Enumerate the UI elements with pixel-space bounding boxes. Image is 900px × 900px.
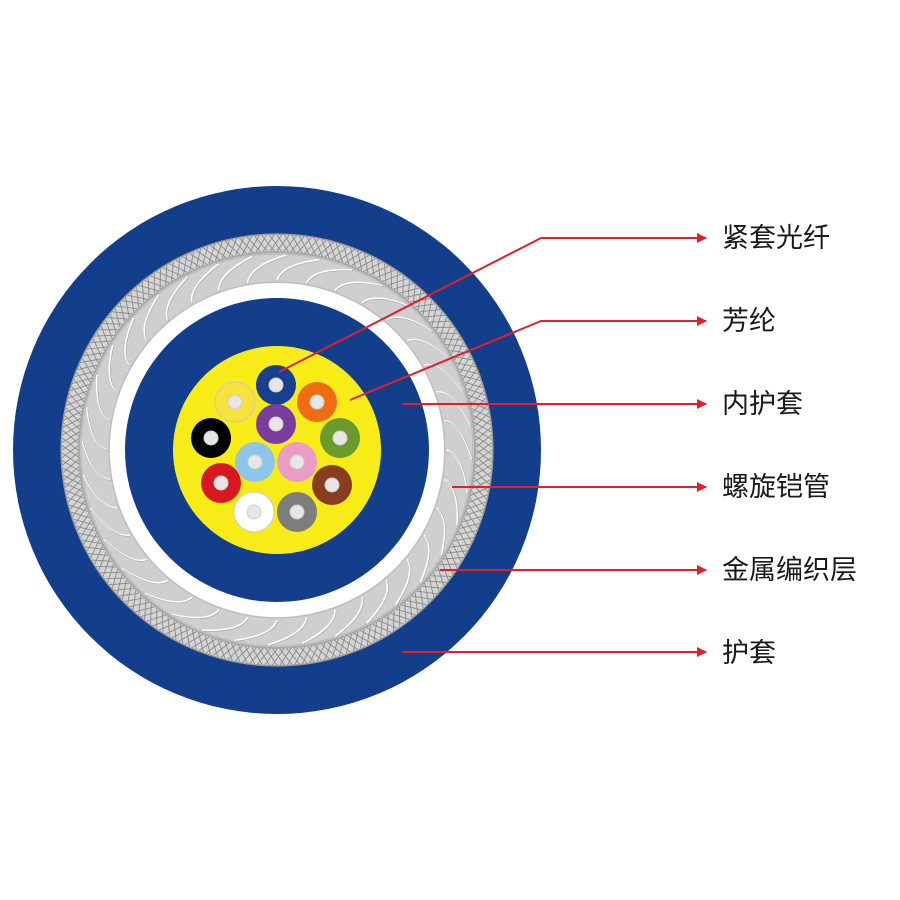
armor-spiral-shadow [87,408,109,452]
fiber [214,381,256,423]
armor-spiral-shadow [97,376,111,422]
fiber-core [309,394,325,410]
armor-spiral-shadow [167,277,189,321]
armor-spiral-line [419,534,430,583]
armor-spiral-line [334,281,383,291]
armor-spiral-line [246,254,287,283]
armor-spiral-shadow [203,618,249,632]
armor-spiral-shadow [172,610,221,619]
armor-spiral-line [267,617,308,646]
armor-spiral-shadow [396,560,412,607]
armor-spiral-line [394,558,411,606]
leader-lines [278,233,707,657]
armor-spiral-shadow [269,618,308,647]
armor-spiral-line [361,297,410,308]
armor-spiral-shadow [362,298,411,308]
leader-line [349,316,707,401]
armor-spiral-shadow [277,260,321,282]
fiber [312,465,352,505]
fiber [277,492,317,532]
armor-spiral-shadow [408,340,452,362]
tight-buffered-fibers [191,365,360,533]
armor-spiral-shadow [110,345,119,394]
fiber-core [268,416,284,432]
fiber [201,463,241,503]
armor-spiral-shadow [122,569,169,585]
fiber [297,382,337,422]
fiber [233,491,275,533]
armor-spiral-line [276,258,320,281]
fiber-core [289,454,305,470]
armor-spiral-shadow [421,535,431,584]
braid-strand [103,323,123,325]
armor-spiral-line [301,609,336,645]
fiber-core [203,430,219,446]
armor-spiral-shadow [387,317,434,333]
label-spiral-armor: 螺旋铠管 [722,472,830,503]
fiber-core [247,454,263,470]
braid-strand [150,604,152,624]
armor-spiral-shadow [145,594,194,604]
armor-spiral-shadow [425,365,465,393]
armor-spiral-line [366,579,389,624]
fiber-core [246,504,262,520]
fiber [320,418,360,458]
armor-spiral-shadow [307,270,353,284]
fiber-core [332,430,348,446]
armor-spiral-shadow [335,283,384,292]
armor-spiral-shadow [104,540,148,562]
armor-spiral-shadow [437,392,472,427]
armor-spiral-line [218,255,253,291]
label-aramid: 芳纶 [722,306,776,337]
fiber-core [227,394,243,410]
braid-strand [431,575,451,577]
armor-spiral-shadow [302,610,337,645]
armor-spiral-shadow [219,257,254,292]
armor-spiral-shadow [192,264,220,304]
armor-spiral-shadow [367,581,389,625]
armor-spiral-shadow [84,475,119,510]
leader-line [278,233,707,373]
armor-spiral-line [171,609,220,619]
label-outer-jacket: 护套 [722,638,776,669]
fiber-core [213,475,229,491]
armor-spiral-shadow [125,318,135,367]
fiber-core [268,377,284,393]
armor-spiral-shadow [437,508,446,557]
armor-spiral-shadow [82,442,111,481]
armor-spiral-shadow [336,598,364,638]
braid-strand [402,276,404,296]
fiber [235,442,275,482]
fiber [191,418,231,458]
armor-spiral-line [190,263,220,303]
label-inner-jacket: 内护套 [722,389,803,420]
armor-spiral-line [144,592,193,603]
fiber-core [324,477,340,493]
fiber [277,442,317,482]
armor-spiral-line [234,619,278,642]
braid-texture [60,233,494,667]
fiber [256,404,296,444]
armor-spiral-shadow [445,421,474,460]
armor-spiral-shadow [91,509,131,537]
armor-spiral-shadow [144,295,160,342]
label-tight-buffered-fiber: 紧套光纤 [722,223,830,254]
armor-spiral-line [334,597,364,637]
fiber-core [289,504,305,520]
fiber [256,365,296,405]
armor-spiral-line [305,268,352,284]
armor-spiral-line [143,294,160,342]
braid-strand [475,442,493,455]
armor-spiral-line [202,616,249,632]
label-metal-braid: 金属编织层 [722,555,857,586]
armor-spiral-texture [80,253,474,647]
armor-spiral-shadow [445,480,459,526]
armor-spiral-line [85,407,108,451]
armor-spiral-line [165,276,188,321]
armor-spiral-shadow [248,255,287,284]
armor-spiral-line [121,567,169,584]
armor-spiral-shadow [235,620,279,642]
